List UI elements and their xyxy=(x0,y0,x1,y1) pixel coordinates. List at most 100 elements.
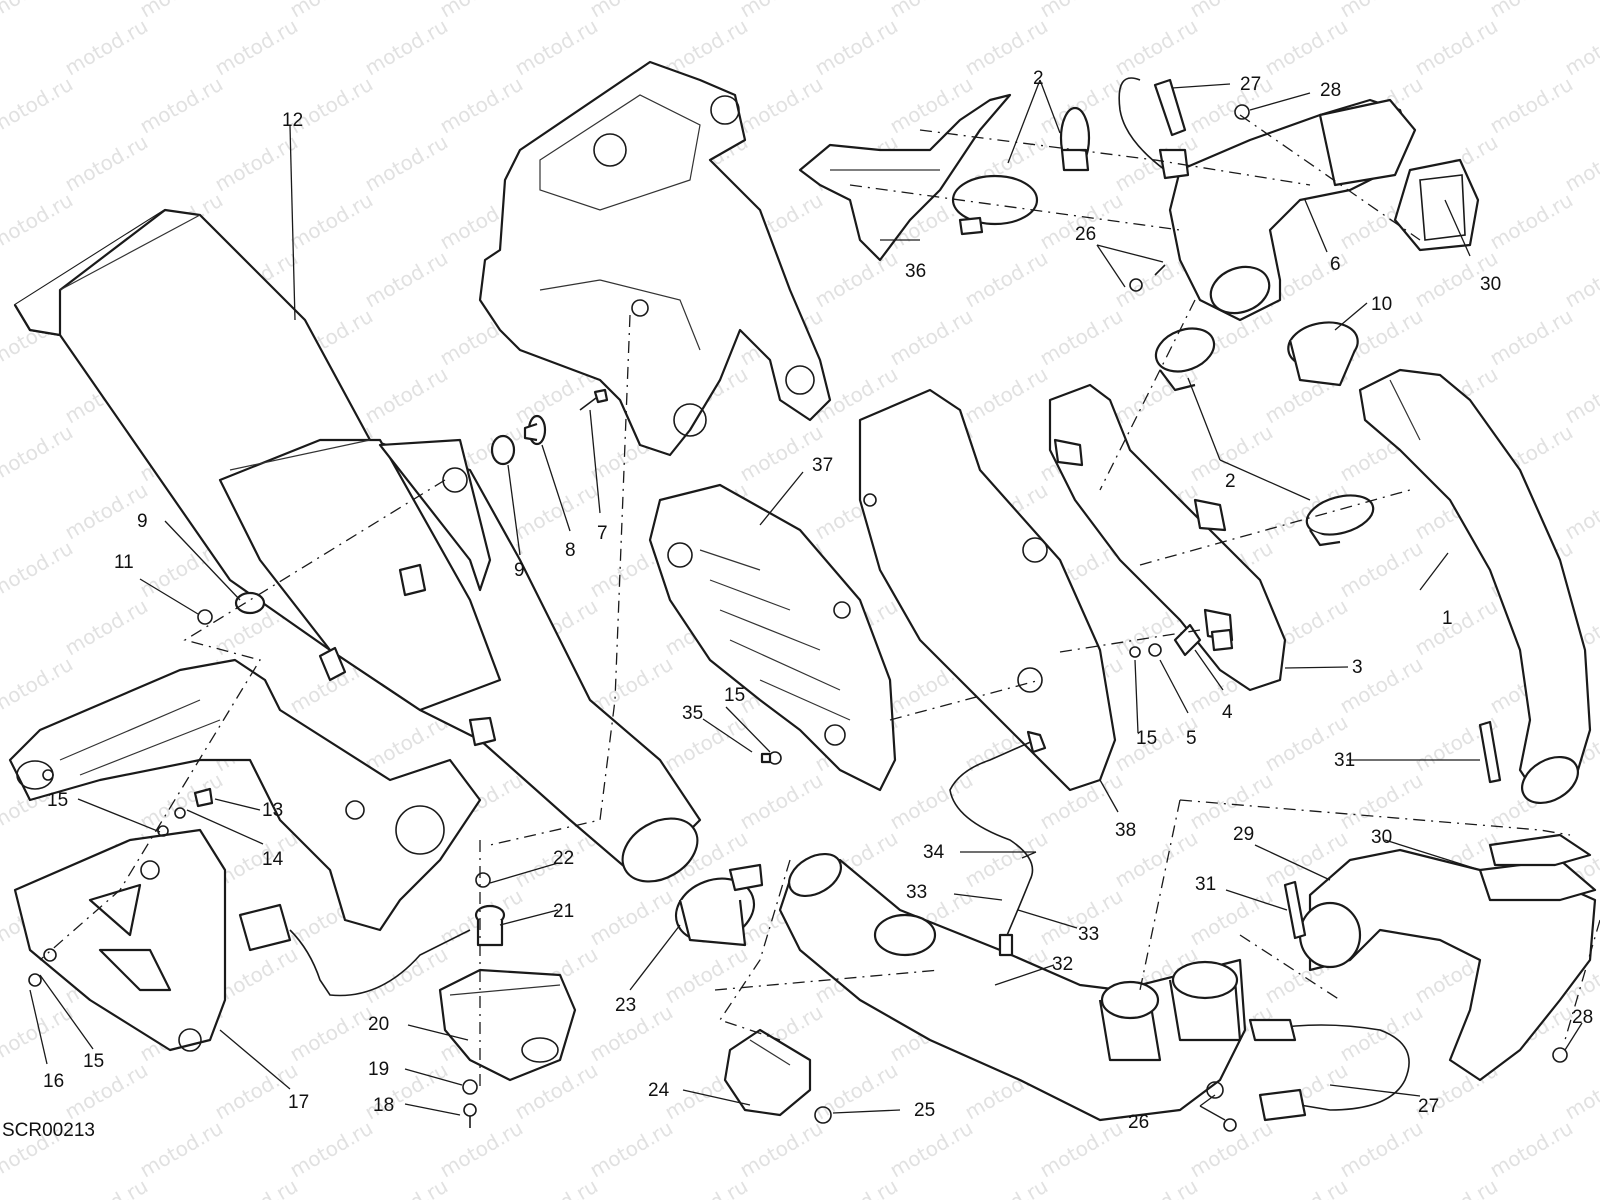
watermark-text: motod.ru xyxy=(1486,188,1577,255)
watermark-text: motod.ru xyxy=(211,130,302,197)
rear-bracket-drawing xyxy=(8,658,482,932)
watermark-text: motod.ru xyxy=(361,130,452,197)
callout-19: 19 xyxy=(368,1059,389,1080)
watermark-text: motod.ru xyxy=(1486,304,1577,371)
callout-14: 14 xyxy=(262,849,284,870)
watermark-text: motod.ru xyxy=(361,942,452,1009)
watermark-text: motod.ru xyxy=(436,1116,527,1183)
watermark-text: motod.ru xyxy=(61,1058,152,1125)
clamp-23-drawing xyxy=(674,863,764,947)
watermark-text: motod.ru xyxy=(1036,1116,1127,1183)
watermark-text: motod.ru xyxy=(736,72,827,139)
watermark-text: motod.ru xyxy=(811,1058,902,1125)
watermark-text: motod.ru xyxy=(1411,1174,1502,1200)
shield-24-drawing xyxy=(723,1028,832,1124)
callout-9-left: 9 xyxy=(137,511,148,532)
watermark-text: motod.ru xyxy=(961,246,1052,313)
callout-26-top: 26 xyxy=(1075,224,1096,245)
callout-32: 32 xyxy=(1052,954,1073,975)
watermark-text: motod.ru xyxy=(211,1058,302,1125)
watermark-text: motod.ru xyxy=(0,420,77,487)
callout-15-left-bottom: 15 xyxy=(83,1051,104,1072)
watermark-text: motod.ru xyxy=(811,14,902,81)
watermark-text: motod.ru xyxy=(0,1058,2,1125)
callout-33-right: 33 xyxy=(1078,924,1099,945)
watermark-text: motod.ru xyxy=(1411,594,1502,661)
watermark-text: motod.ru xyxy=(1411,14,1502,81)
callout-36: 36 xyxy=(905,261,926,282)
watermark-text: motod.ru xyxy=(0,826,2,893)
watermark-text: motod.ru xyxy=(1111,1174,1202,1200)
watermark-text: motod.ru xyxy=(1561,246,1600,313)
watermark-text: motod.ru xyxy=(1186,1116,1277,1183)
header-pipe-6-drawing xyxy=(1118,77,1480,387)
watermark-text: motod.ru xyxy=(211,1174,302,1200)
heat-shield-36-drawing xyxy=(798,93,1091,262)
watermark-text: motod.ru xyxy=(1111,362,1202,429)
watermark-text: motod.ru xyxy=(1561,362,1600,429)
frame-bracket-drawing xyxy=(478,60,832,457)
watermark-text: motod.ru xyxy=(1036,0,1127,22)
callout-24: 24 xyxy=(648,1080,670,1101)
watermark-text: motod.ru xyxy=(0,942,2,1009)
cable-34-drawing xyxy=(949,730,1047,957)
watermark-text: motod.ru xyxy=(286,1116,377,1183)
callout-12: 12 xyxy=(282,110,303,131)
watermark-text: motod.ru xyxy=(886,768,977,835)
watermark-text: motod.ru xyxy=(361,246,452,313)
callout-33-left: 33 xyxy=(906,882,927,903)
watermark-text: motod.ru xyxy=(136,1116,227,1183)
watermark-text: motod.ru xyxy=(0,72,77,139)
callout-10: 10 xyxy=(1371,294,1392,315)
watermark-text: motod.ru xyxy=(1111,14,1202,81)
watermark-text: motod.ru xyxy=(0,0,77,22)
callout-27-top: 27 xyxy=(1240,74,1261,95)
watermark-text: motod.ru xyxy=(1186,0,1277,22)
callout-8: 8 xyxy=(565,540,576,561)
watermark-text: motod.ru xyxy=(1336,1000,1427,1067)
callout-6: 6 xyxy=(1330,254,1341,275)
watermark-text: motod.ru xyxy=(1036,304,1127,371)
callout-28-bottom: 28 xyxy=(1572,1007,1593,1028)
watermark-text: motod.ru xyxy=(886,0,977,22)
callout-15-right: 15 xyxy=(1136,728,1157,749)
watermark-text: motod.ru xyxy=(1336,536,1427,603)
callout-3: 3 xyxy=(1352,657,1363,678)
watermark-text: motod.ru xyxy=(1561,1174,1600,1200)
callout-5: 5 xyxy=(1186,728,1197,749)
heat-shield-17-drawing xyxy=(13,828,227,1052)
drawing-code: SCR00213 xyxy=(2,1120,95,1141)
watermark-text: motod.ru xyxy=(286,1000,377,1067)
watermark-text: motod.ru xyxy=(1486,0,1577,22)
callout-34: 34 xyxy=(923,842,945,863)
watermark-text: motod.ru xyxy=(961,1174,1052,1200)
callout-15-left-top: 15 xyxy=(47,790,68,811)
header-pipe-29-drawing xyxy=(1283,833,1597,1082)
watermark-text: motod.ru xyxy=(511,1174,602,1200)
callout-26-bottom: 26 xyxy=(1128,1112,1149,1133)
hardware-drawing xyxy=(28,264,1234,987)
callout-20: 20 xyxy=(368,1014,389,1035)
callout-28-top: 28 xyxy=(1320,80,1341,101)
watermark-text: motod.ru xyxy=(0,652,77,719)
servo-actuator-drawing xyxy=(238,872,577,1128)
callout-31-bottom: 31 xyxy=(1195,874,1216,895)
callout-labels: 1 2 2 3 4 5 6 7 8 9 9 10 11 12 13 14 15 … xyxy=(43,68,1593,1133)
callout-21: 21 xyxy=(553,901,574,922)
watermark-text: motod.ru xyxy=(661,942,752,1009)
watermark-text: motod.ru xyxy=(1561,478,1600,545)
watermark-text: motod.ru xyxy=(811,1174,902,1200)
callout-4: 4 xyxy=(1222,702,1233,723)
watermark-text: motod.ru xyxy=(886,304,977,371)
callout-16: 16 xyxy=(43,1071,64,1092)
watermark-text: motod.ru xyxy=(736,0,827,22)
watermark-text: motod.ru xyxy=(1186,72,1277,139)
watermark-text: motod.ru xyxy=(136,768,227,835)
callout-2-mid: 2 xyxy=(1225,471,1236,492)
watermark-text: motod.ru xyxy=(0,14,2,81)
watermark-text: motod.ru xyxy=(1261,14,1352,81)
callout-27-bottom: 27 xyxy=(1418,1096,1439,1117)
watermark-text: motod.ru xyxy=(61,14,152,81)
watermark-text: motod.ru xyxy=(136,72,227,139)
watermark-text: motod.ru xyxy=(1336,652,1427,719)
